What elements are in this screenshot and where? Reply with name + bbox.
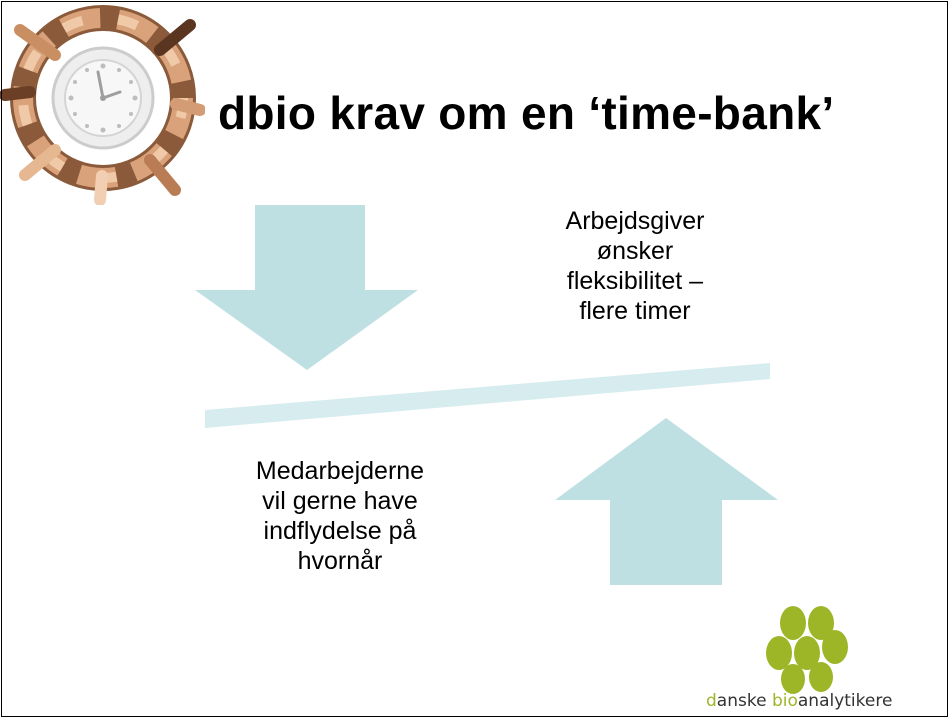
employer-note: Arbejdsgiver ønsker fleksibilitet – fler… [530,206,740,326]
employees-note-line: hvornår [297,547,383,575]
up-arrow-icon [555,418,778,585]
employer-note-line: fleksibilitet – [566,267,704,295]
balance-beam [205,363,770,428]
danske-bioanalytikere-logo: danske bioanalytikere [700,605,920,717]
slide-title: dbio krav om en ‘time-bank’ [218,87,835,139]
honeycomb-logo-icon [766,606,848,694]
employer-note-line: flere timer [579,297,691,325]
logo-wordmark-part: anske [716,691,772,711]
logo-wordmark-part: analytikere [797,691,893,711]
employees-note-line: Medarbejderne [255,457,425,485]
logo-wordmark-accent: bio [771,691,798,711]
employer-note-line: ønsker [596,237,674,265]
employees-note-line: indflydelse på [263,517,417,545]
employer-note-line: Arbejdsgiver [565,207,705,235]
employees-note: Medarbejderne vil gerne have indflydelse… [210,456,470,576]
down-arrow-icon [195,205,418,370]
hands-around-clock-icon [0,0,205,205]
logo-wordmark-initial: d [706,691,717,711]
logo-wordmark: danske bioanalytikere [706,691,892,711]
employees-note-line: vil gerne have [262,487,418,515]
